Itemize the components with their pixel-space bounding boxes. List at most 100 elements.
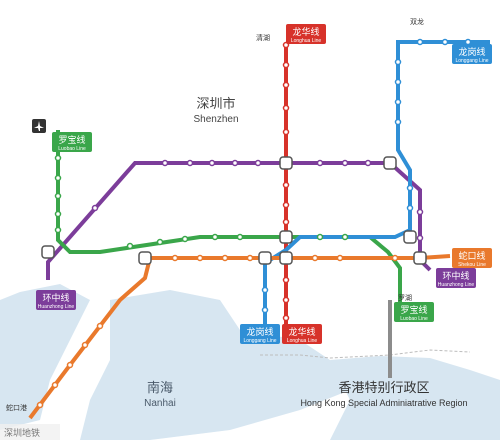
station-dot[interactable]: [282, 201, 290, 209]
longhua-line-name-zh: 龙华线: [292, 26, 319, 38]
station-dot[interactable]: [96, 322, 104, 330]
sea-area: [0, 284, 500, 440]
station-dot[interactable]: [316, 159, 324, 167]
interchange-station[interactable]: [413, 251, 427, 265]
interchange-station[interactable]: [138, 251, 152, 265]
station-dot[interactable]: [341, 233, 349, 241]
longhua-line-badge-bottom[interactable]: 龙华线 Longhua Line: [282, 324, 322, 344]
station-dot[interactable]: [66, 361, 74, 369]
station-dot[interactable]: [81, 341, 89, 349]
station-dot[interactable]: [282, 314, 290, 322]
station-dot[interactable]: [441, 38, 449, 46]
huanzhong-line-badge-left[interactable]: 环中线 Huanzhong Line: [36, 290, 76, 310]
shekou-stations: [36, 254, 399, 409]
longgang-stations: [261, 38, 472, 314]
station-dot[interactable]: [316, 233, 324, 241]
shekou-line-name-zh: 蛇口线: [458, 250, 485, 262]
longhua-line-badge-top[interactable]: 龙华线 Longhua Line: [286, 24, 326, 44]
station-dot[interactable]: [51, 381, 59, 389]
luobao-line-badge[interactable]: 罗宝线 Luobao Line: [52, 132, 92, 152]
station-dot[interactable]: [416, 234, 424, 242]
station-dot[interactable]: [156, 238, 164, 246]
station-dot[interactable]: [394, 58, 402, 66]
station-dot[interactable]: [282, 181, 290, 189]
longgang-line-badge-top[interactable]: 龙岗线 Longgang Line: [452, 44, 492, 64]
station-dot[interactable]: [91, 204, 99, 212]
station-dot[interactable]: [282, 81, 290, 89]
watermark-text: 深圳地铁: [4, 427, 40, 439]
station-dot[interactable]: [236, 233, 244, 241]
longhua-line-name-zh: 龙华线: [288, 326, 315, 338]
station-dot[interactable]: [394, 118, 402, 126]
station-dot[interactable]: [282, 104, 290, 112]
huanzhong-stations: [91, 159, 424, 242]
station-dot[interactable]: [171, 254, 179, 262]
station-dot[interactable]: [54, 226, 62, 234]
station-dot[interactable]: [54, 192, 62, 200]
station-dot[interactable]: [282, 296, 290, 304]
station-label-luohu: 罗湖: [398, 293, 412, 302]
luobao-line-track[interactable]: [56, 130, 402, 305]
interchange-station[interactable]: [279, 251, 293, 265]
station-dot[interactable]: [161, 159, 169, 167]
station-dot[interactable]: [211, 233, 219, 241]
longgang-line-name-zh: 龙岗线: [458, 46, 485, 58]
region-label-hk-en: Hong Kong Special Adminiatrative Region: [300, 398, 467, 408]
luobao-line-badge-right[interactable]: 罗宝线 Luobao Line: [394, 302, 434, 322]
station-dot[interactable]: [406, 204, 414, 212]
region-label-hk-zh: 香港特别行政区: [338, 381, 429, 396]
interchange-station[interactable]: [41, 245, 55, 259]
station-dot[interactable]: [181, 235, 189, 243]
station-dot[interactable]: [341, 159, 349, 167]
station-dot[interactable]: [282, 276, 290, 284]
station-dot[interactable]: [186, 159, 194, 167]
station-dot[interactable]: [246, 254, 254, 262]
station-dot[interactable]: [282, 61, 290, 69]
station-dot[interactable]: [254, 159, 262, 167]
region-label-shenzhen-en: Shenzhen: [193, 114, 238, 125]
interchange-station[interactable]: [258, 251, 272, 265]
station-dot[interactable]: [406, 184, 414, 192]
border-lines: [260, 349, 471, 359]
longgang-line-name-en: Longgang Line: [243, 338, 276, 344]
interchange-station[interactable]: [279, 230, 293, 244]
station-dot[interactable]: [36, 401, 44, 409]
station-dot[interactable]: [54, 154, 62, 162]
station-dot[interactable]: [364, 159, 372, 167]
station-label-shuanglong: 双龙: [410, 17, 424, 26]
watermark: 深圳地铁: [0, 424, 60, 440]
station-dot[interactable]: [54, 174, 62, 182]
interchange-station[interactable]: [279, 156, 293, 170]
station-dot[interactable]: [464, 38, 472, 46]
station-dot[interactable]: [336, 254, 344, 262]
interchange-station[interactable]: [383, 156, 397, 170]
longhua-line-name-en: Longhua Line: [291, 38, 322, 44]
station-dot[interactable]: [311, 254, 319, 262]
interchange-station[interactable]: [403, 230, 417, 244]
station-dot[interactable]: [261, 286, 269, 294]
huanzhong-line-name-zh: 环中线: [442, 270, 469, 282]
longgang-line-badge-bottom[interactable]: 龙岗线 Longgang Line: [240, 324, 280, 344]
luobao-line-name-en: Luobao Line: [58, 146, 86, 152]
station-dot[interactable]: [394, 98, 402, 106]
huanzhong-line-name-zh: 环中线: [42, 292, 69, 304]
station-dot[interactable]: [282, 128, 290, 136]
station-dot[interactable]: [231, 159, 239, 167]
station-dot[interactable]: [394, 78, 402, 86]
huanzhong-line-track[interactable]: [46, 161, 432, 280]
station-dot[interactable]: [282, 218, 290, 226]
luobao-stations: [54, 154, 349, 250]
station-dot[interactable]: [54, 210, 62, 218]
station-label-shekou-port: 蛇口港: [6, 403, 27, 412]
station-dot[interactable]: [416, 38, 424, 46]
huanzhong-line-name-en: Huanzhong Line: [38, 304, 75, 310]
station-dot[interactable]: [391, 254, 399, 262]
station-dot[interactable]: [261, 306, 269, 314]
station-dot[interactable]: [126, 242, 134, 250]
station-dot[interactable]: [208, 159, 216, 167]
station-dot[interactable]: [196, 254, 204, 262]
shekou-line-badge[interactable]: 蛇口线 Shekou Line: [452, 248, 492, 268]
station-dot[interactable]: [416, 208, 424, 216]
huanzhong-line-badge-right[interactable]: 环中线 Huanzhong Line: [436, 268, 476, 288]
station-dot[interactable]: [221, 254, 229, 262]
